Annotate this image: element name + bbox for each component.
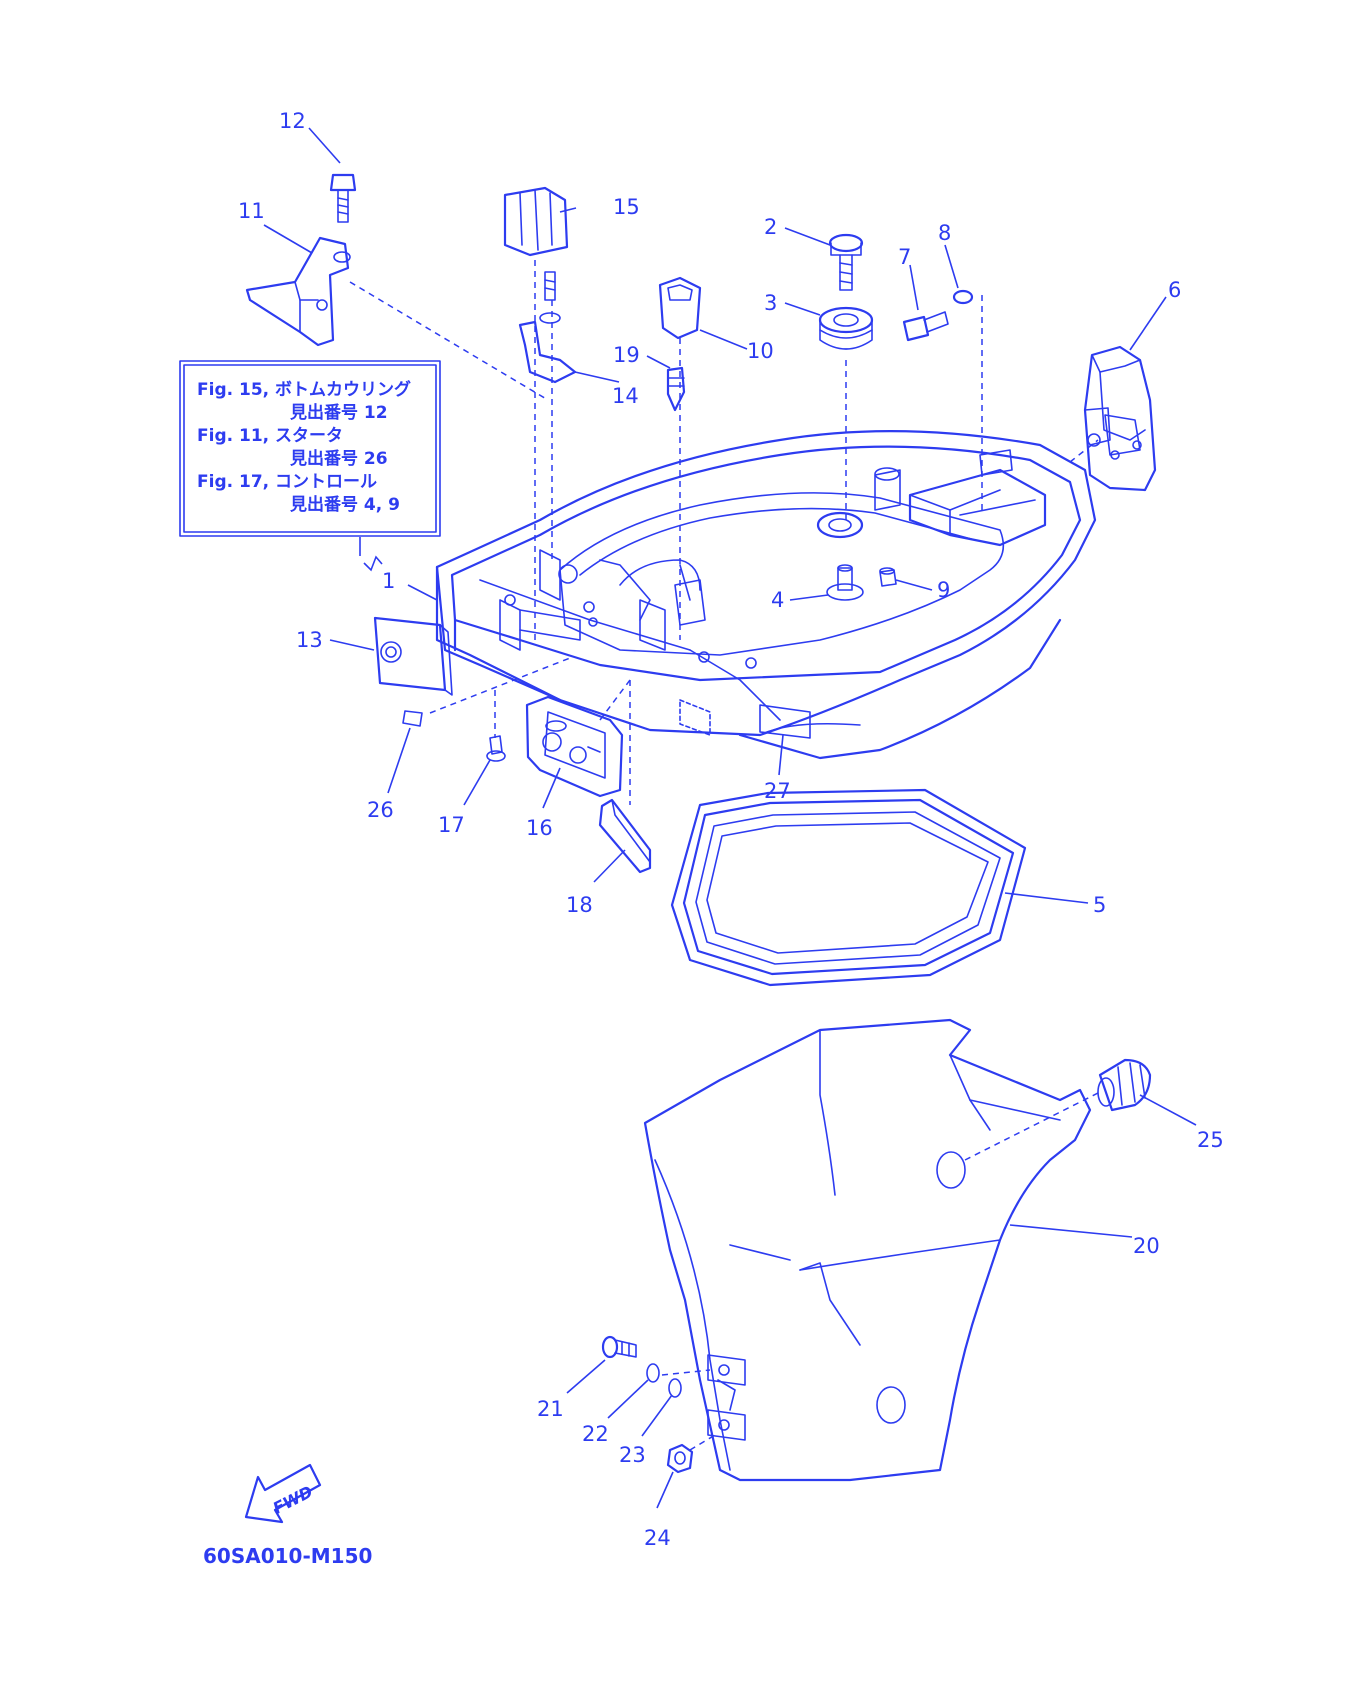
callout-18: 18	[566, 893, 593, 917]
callout-16: 16	[526, 816, 553, 840]
assembly-lines	[349, 260, 1101, 1451]
callout-26: 26	[367, 798, 394, 822]
fwd-arrow-icon: FWD	[244, 1463, 322, 1524]
callout-4: 4	[771, 588, 784, 612]
callout-25: 25	[1197, 1128, 1224, 1152]
part-26-label	[402, 710, 423, 727]
part-4-stud	[826, 564, 864, 601]
part-5-seal-ring	[670, 788, 1027, 987]
part-24-nut	[666, 1443, 694, 1474]
part-19-plug	[666, 366, 686, 412]
leader-lines	[263, 127, 1197, 1509]
part-20-apron	[643, 1018, 1092, 1482]
reference-line-2: 見出番号 12	[289, 402, 388, 423]
part-12-bolt	[329, 173, 357, 223]
part-21-bolt	[601, 1335, 637, 1359]
callout-10: 10	[747, 339, 774, 363]
part-18-strip	[598, 798, 652, 874]
callout-5: 5	[1093, 893, 1106, 917]
callout-24: 24	[644, 1526, 671, 1550]
callout-14: 14	[612, 384, 639, 408]
part-11-bracket	[245, 236, 351, 347]
part-13-pad	[373, 616, 453, 696]
callout-9: 9	[937, 578, 950, 602]
part-10-grommet	[658, 276, 702, 340]
part-16-switch-panel	[525, 695, 624, 798]
callout-17: 17	[438, 813, 465, 837]
callout-8: 8	[938, 221, 951, 245]
callout-6: 6	[1168, 278, 1181, 302]
part-23-washer	[668, 1378, 682, 1398]
reference-line-1: Fig. 15, ボトムカウリング	[197, 379, 411, 400]
part-14-clip	[518, 271, 577, 384]
part-7-bolt	[902, 311, 949, 342]
part-2-bolt	[828, 233, 864, 291]
callout-7: 7	[898, 245, 911, 269]
callout-2: 2	[764, 215, 777, 239]
reference-line-3: Fig. 11, スタータ	[197, 426, 343, 446]
reference-line-5: Fig. 17, コントロール	[197, 472, 377, 492]
callout-20: 20	[1133, 1234, 1160, 1258]
part-9-screw	[879, 567, 897, 587]
reference-line-6: 見出番号 4, 9	[289, 494, 400, 515]
callout-23: 23	[619, 1443, 646, 1467]
part-15-clip	[503, 186, 569, 257]
part-25-plug	[1097, 1058, 1152, 1112]
callouts: 1 2 3 4 5 6 7 8 9 10 11 12 13 14 15 16 1…	[238, 109, 1224, 1550]
reference-line-4: 見出番号 26	[289, 448, 388, 469]
part-6-latch	[1083, 345, 1157, 492]
callout-1: 1	[382, 569, 395, 593]
callout-13: 13	[296, 628, 323, 652]
part-8-washer	[952, 289, 974, 305]
reference-box: Fig. 15, ボトムカウリング 見出番号 12 Fig. 11, スタータ …	[179, 360, 441, 537]
callout-15: 15	[613, 195, 640, 219]
part-22-washer	[646, 1363, 660, 1383]
part-3-grommet	[818, 306, 874, 350]
callout-19: 19	[613, 343, 640, 367]
callout-11: 11	[238, 199, 265, 223]
fwd-label: FWD	[270, 1482, 316, 1518]
callout-27: 27	[764, 779, 791, 803]
diagram-code: 60SA010-M150	[203, 1544, 372, 1568]
callout-3: 3	[764, 291, 777, 315]
part-1-bottom-cowling	[435, 430, 1097, 760]
part-17-screw	[486, 735, 506, 762]
callout-21: 21	[537, 1397, 564, 1421]
callout-22: 22	[582, 1422, 609, 1446]
callout-12: 12	[279, 109, 306, 133]
